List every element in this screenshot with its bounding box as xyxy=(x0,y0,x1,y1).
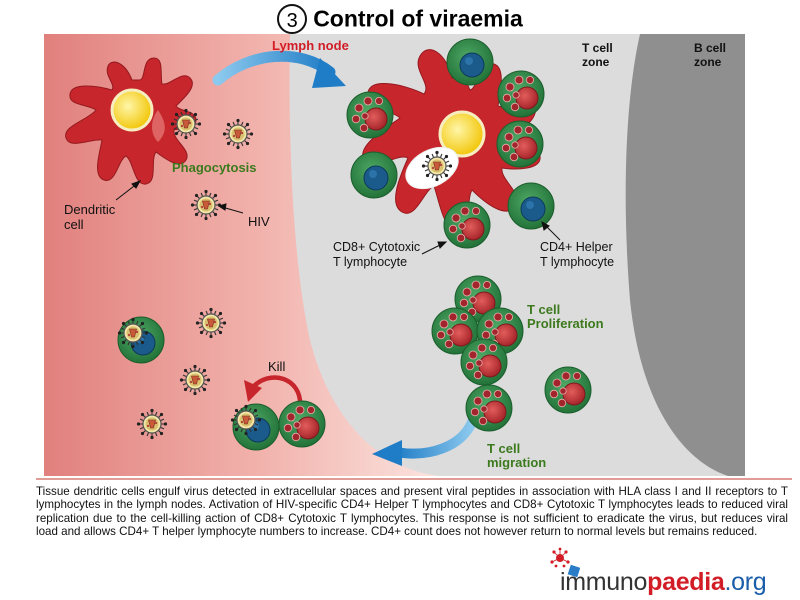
tcell-killer xyxy=(278,400,326,448)
hiv-particle-5 xyxy=(179,364,211,396)
tcell-cd8-top-right xyxy=(497,70,545,118)
tcell-prolif-5 xyxy=(544,366,592,414)
label-dendritic-2: cell xyxy=(64,217,84,232)
logo-part-3: .org xyxy=(724,568,767,596)
step-number: 3 xyxy=(277,4,308,34)
tcell-cd4-right xyxy=(507,182,555,230)
logo: immunopaedia.org xyxy=(560,568,767,597)
label-migration-2: migration xyxy=(487,455,546,470)
label-b-cell-zone-2: zone xyxy=(694,55,722,69)
hiv-particle-3 xyxy=(190,189,222,221)
logo-icon xyxy=(550,547,580,578)
logo-part-2: paedia xyxy=(647,568,725,596)
label-cd4-1: CD4+ Helper xyxy=(540,240,613,254)
tcell-cd4-top xyxy=(446,38,494,86)
hiv-on-target-cell xyxy=(230,404,262,436)
label-dendritic-1: Dendritic xyxy=(64,202,116,217)
tcell-cd8-bottom xyxy=(443,201,491,249)
dendritic-cell xyxy=(65,57,197,185)
hiv-particle-4 xyxy=(195,307,227,339)
tcell-cd4-left xyxy=(350,151,398,199)
hiv-particle-6 xyxy=(136,408,168,440)
tcell-cd8-left xyxy=(346,91,394,139)
migration-arrow xyxy=(372,417,477,466)
logo-part-1: immuno xyxy=(560,568,648,596)
tcell-prolif-4 xyxy=(460,338,508,386)
label-proliferation-2: Proliferation xyxy=(527,316,604,331)
lymph-node-arrow xyxy=(212,50,346,88)
tcell-migrating xyxy=(465,384,513,432)
label-proliferation-1: T cell xyxy=(527,302,560,317)
hiv-particle-1 xyxy=(170,108,202,140)
b-cell-zone-region xyxy=(625,34,745,476)
title-text: Control of viraemia xyxy=(313,5,523,32)
pointer-lines xyxy=(115,180,561,255)
label-phagocytosis: Phagocytosis xyxy=(172,160,257,175)
label-lymph-node: Lymph node xyxy=(272,38,349,53)
label-kill: Kill xyxy=(268,359,285,374)
hiv-particle-2 xyxy=(222,118,254,150)
label-cd4-2: T lymphocyte xyxy=(540,255,614,269)
label-t-cell-zone-1: T cell xyxy=(582,41,613,55)
label-t-cell-zone-2: zone xyxy=(582,55,610,69)
hiv-on-infected-cell xyxy=(117,317,149,349)
caption-text: Tissue dendritic cells engulf virus dete… xyxy=(36,485,788,539)
label-hiv: HIV xyxy=(248,214,270,229)
label-b-cell-zone-1: B cell xyxy=(694,41,726,55)
label-cd8-2: T lymphocyte xyxy=(333,255,407,269)
label-cd8-1: CD8+ Cytotoxic xyxy=(333,240,420,254)
tcell-cd8-right xyxy=(496,120,544,168)
label-migration-1: T cell xyxy=(487,441,520,456)
kill-arrow xyxy=(244,375,303,407)
